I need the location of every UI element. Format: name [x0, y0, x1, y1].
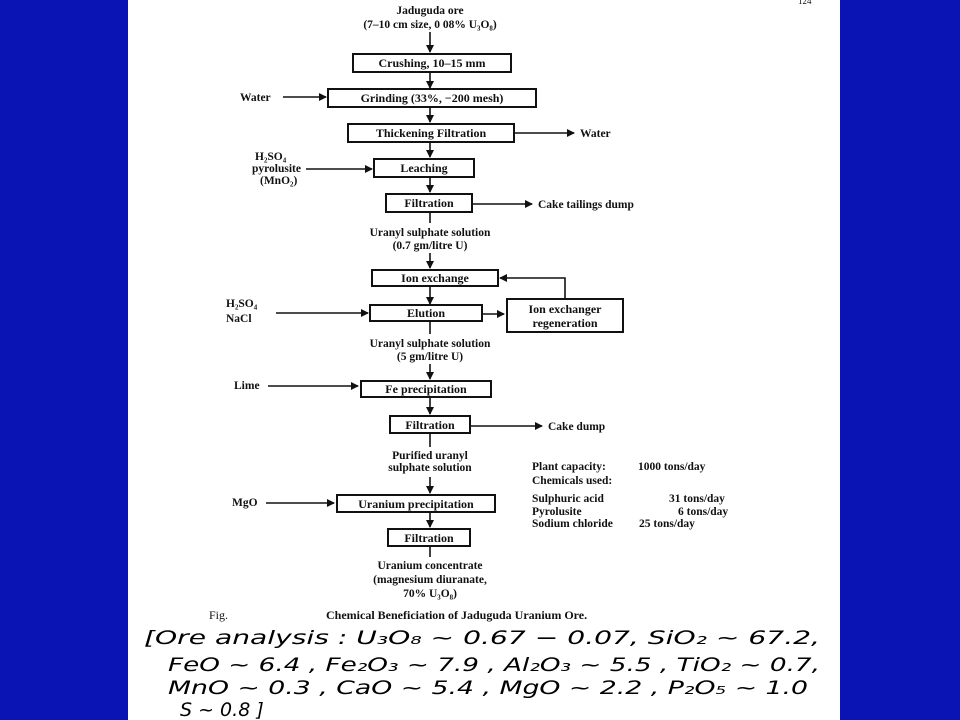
- step-filtration-3-box: Filtration: [387, 528, 471, 547]
- step-filtration-3-label: Filtration: [404, 531, 454, 545]
- step-leaching-box: Leaching: [373, 158, 475, 178]
- step-fe-precipitation-label: Fe precipitation: [385, 382, 467, 396]
- step-fe-precipitation-box: Fe precipitation: [360, 380, 492, 398]
- uranyl-solution-2-line1: Uranyl sulphate solution: [370, 338, 491, 350]
- handwritten-line-3: MnO ~ 0.3 , CaO ~ 5.4 , MgO ~ 2.2 , P₂O₅…: [168, 677, 808, 699]
- step-crushing-label: Crushing, 10–15 mm: [378, 56, 485, 70]
- plant-capacity-value: 1000 tons/day: [638, 461, 706, 473]
- step-ion-exchange-box: Ion exchange: [371, 269, 499, 287]
- output-cake-dump: Cake dump: [548, 421, 605, 433]
- step-elution-box: Elution: [369, 304, 483, 322]
- ore-source-line2: (7–10 cm size, 0 08% U₃O₈): [363, 19, 497, 31]
- handwritten-ore-analysis: [Ore analysis : U₃O₈ ~ 0.67 − 0.07, SiO₂…: [144, 627, 820, 720]
- input-elution-nacl: NaCl: [226, 313, 252, 325]
- input-elution-h2so4: H₂SO₄: [226, 298, 258, 310]
- flowchart: 124 Jaduguda ore (7–10 cm size, 0 08% U₃…: [144, 0, 820, 720]
- handwritten-line-1: [Ore analysis : U₃O₈ ~ 0.67 − 0.07, SiO₂…: [144, 627, 820, 649]
- output-cake-tailings: Cake tailings dump: [538, 199, 634, 211]
- step-leaching-label: Leaching: [400, 161, 447, 175]
- output-water: Water: [580, 128, 611, 140]
- input-mgo: MgO: [232, 497, 258, 509]
- regen-label-line2: regeneration: [532, 316, 597, 330]
- uranyl-solution-1-line1: Uranyl sulphate solution: [370, 227, 491, 239]
- uranyl-solution-1-line2: (0.7 gm/litre U): [393, 240, 468, 252]
- chemical-amount: 25 tons/day: [639, 518, 695, 530]
- step-grinding-box: Grinding (33%, −200 mesh): [327, 88, 537, 108]
- chemical-amount: 6 tons/day: [678, 506, 728, 518]
- figure-caption: Chemical Beneficiation of Jaduguda Urani…: [326, 608, 587, 622]
- step-filtration-2-label: Filtration: [405, 418, 455, 432]
- input-water: Water: [240, 92, 271, 104]
- concentrate-line1: Uranium concentrate: [377, 560, 482, 572]
- input-leach-h2so4: H₂SO₄: [255, 151, 287, 163]
- page-number: 124: [798, 0, 812, 6]
- handwritten-line-2: FeO ~ 6.4 , Fe₂O₃ ~ 7.9 , Al₂O₃ ~ 5.5 , …: [168, 654, 820, 676]
- input-leach-mno2: (MnO₂): [260, 175, 297, 187]
- step-crushing-box: Crushing, 10–15 mm: [352, 53, 512, 73]
- step-elution-label: Elution: [407, 306, 445, 320]
- concentrate-line2: (magnesium diuranate,: [373, 574, 487, 586]
- step-filtration-2-box: Filtration: [389, 415, 471, 434]
- step-thickening-label: Thickening Filtration: [376, 126, 487, 140]
- document-page: 124 Jaduguda ore (7–10 cm size, 0 08% U₃…: [128, 0, 840, 720]
- ion-exchanger-regeneration-box: Ion exchanger regeneration: [506, 298, 624, 333]
- chemical-amount: 31 tons/day: [669, 493, 725, 505]
- step-grinding-label: Grinding (33%, −200 mesh): [361, 91, 504, 105]
- purified-solution-line2: sulphate solution: [388, 462, 472, 474]
- concentrate-line3: 70% U₃O₈): [403, 588, 457, 600]
- step-uranium-precipitation-box: Uranium precipitation: [336, 494, 496, 513]
- plant-capacity-label: Plant capacity:: [532, 461, 606, 473]
- input-leach-pyrolusite: pyrolusite: [252, 163, 301, 175]
- regen-label-line1: Ion exchanger: [529, 302, 603, 316]
- chemical-name: Sodium chloride: [532, 518, 613, 530]
- step-filtration-1-box: Filtration: [385, 193, 473, 213]
- chemical-name: Pyrolusite: [532, 506, 582, 518]
- figure-label: Fig.: [209, 608, 228, 622]
- handwritten-line-4: S ~ 0.8 ]: [180, 699, 264, 720]
- step-uranium-precipitation-label: Uranium precipitation: [358, 497, 474, 511]
- chemical-name: Sulphuric acid: [532, 493, 605, 505]
- plant-info-panel: Plant capacity: 1000 tons/day Chemicals …: [532, 461, 728, 530]
- purified-solution-line1: Purified uranyl: [392, 450, 468, 462]
- step-filtration-1-label: Filtration: [404, 196, 454, 210]
- uranyl-solution-2-line2: (5 gm/litre U): [397, 351, 463, 363]
- input-lime: Lime: [234, 380, 260, 392]
- step-thickening-box: Thickening Filtration: [347, 123, 515, 143]
- chemicals-used-label: Chemicals used:: [532, 475, 612, 487]
- step-ion-exchange-label: Ion exchange: [401, 271, 469, 285]
- ore-source-line1: Jaduguda ore: [396, 5, 463, 17]
